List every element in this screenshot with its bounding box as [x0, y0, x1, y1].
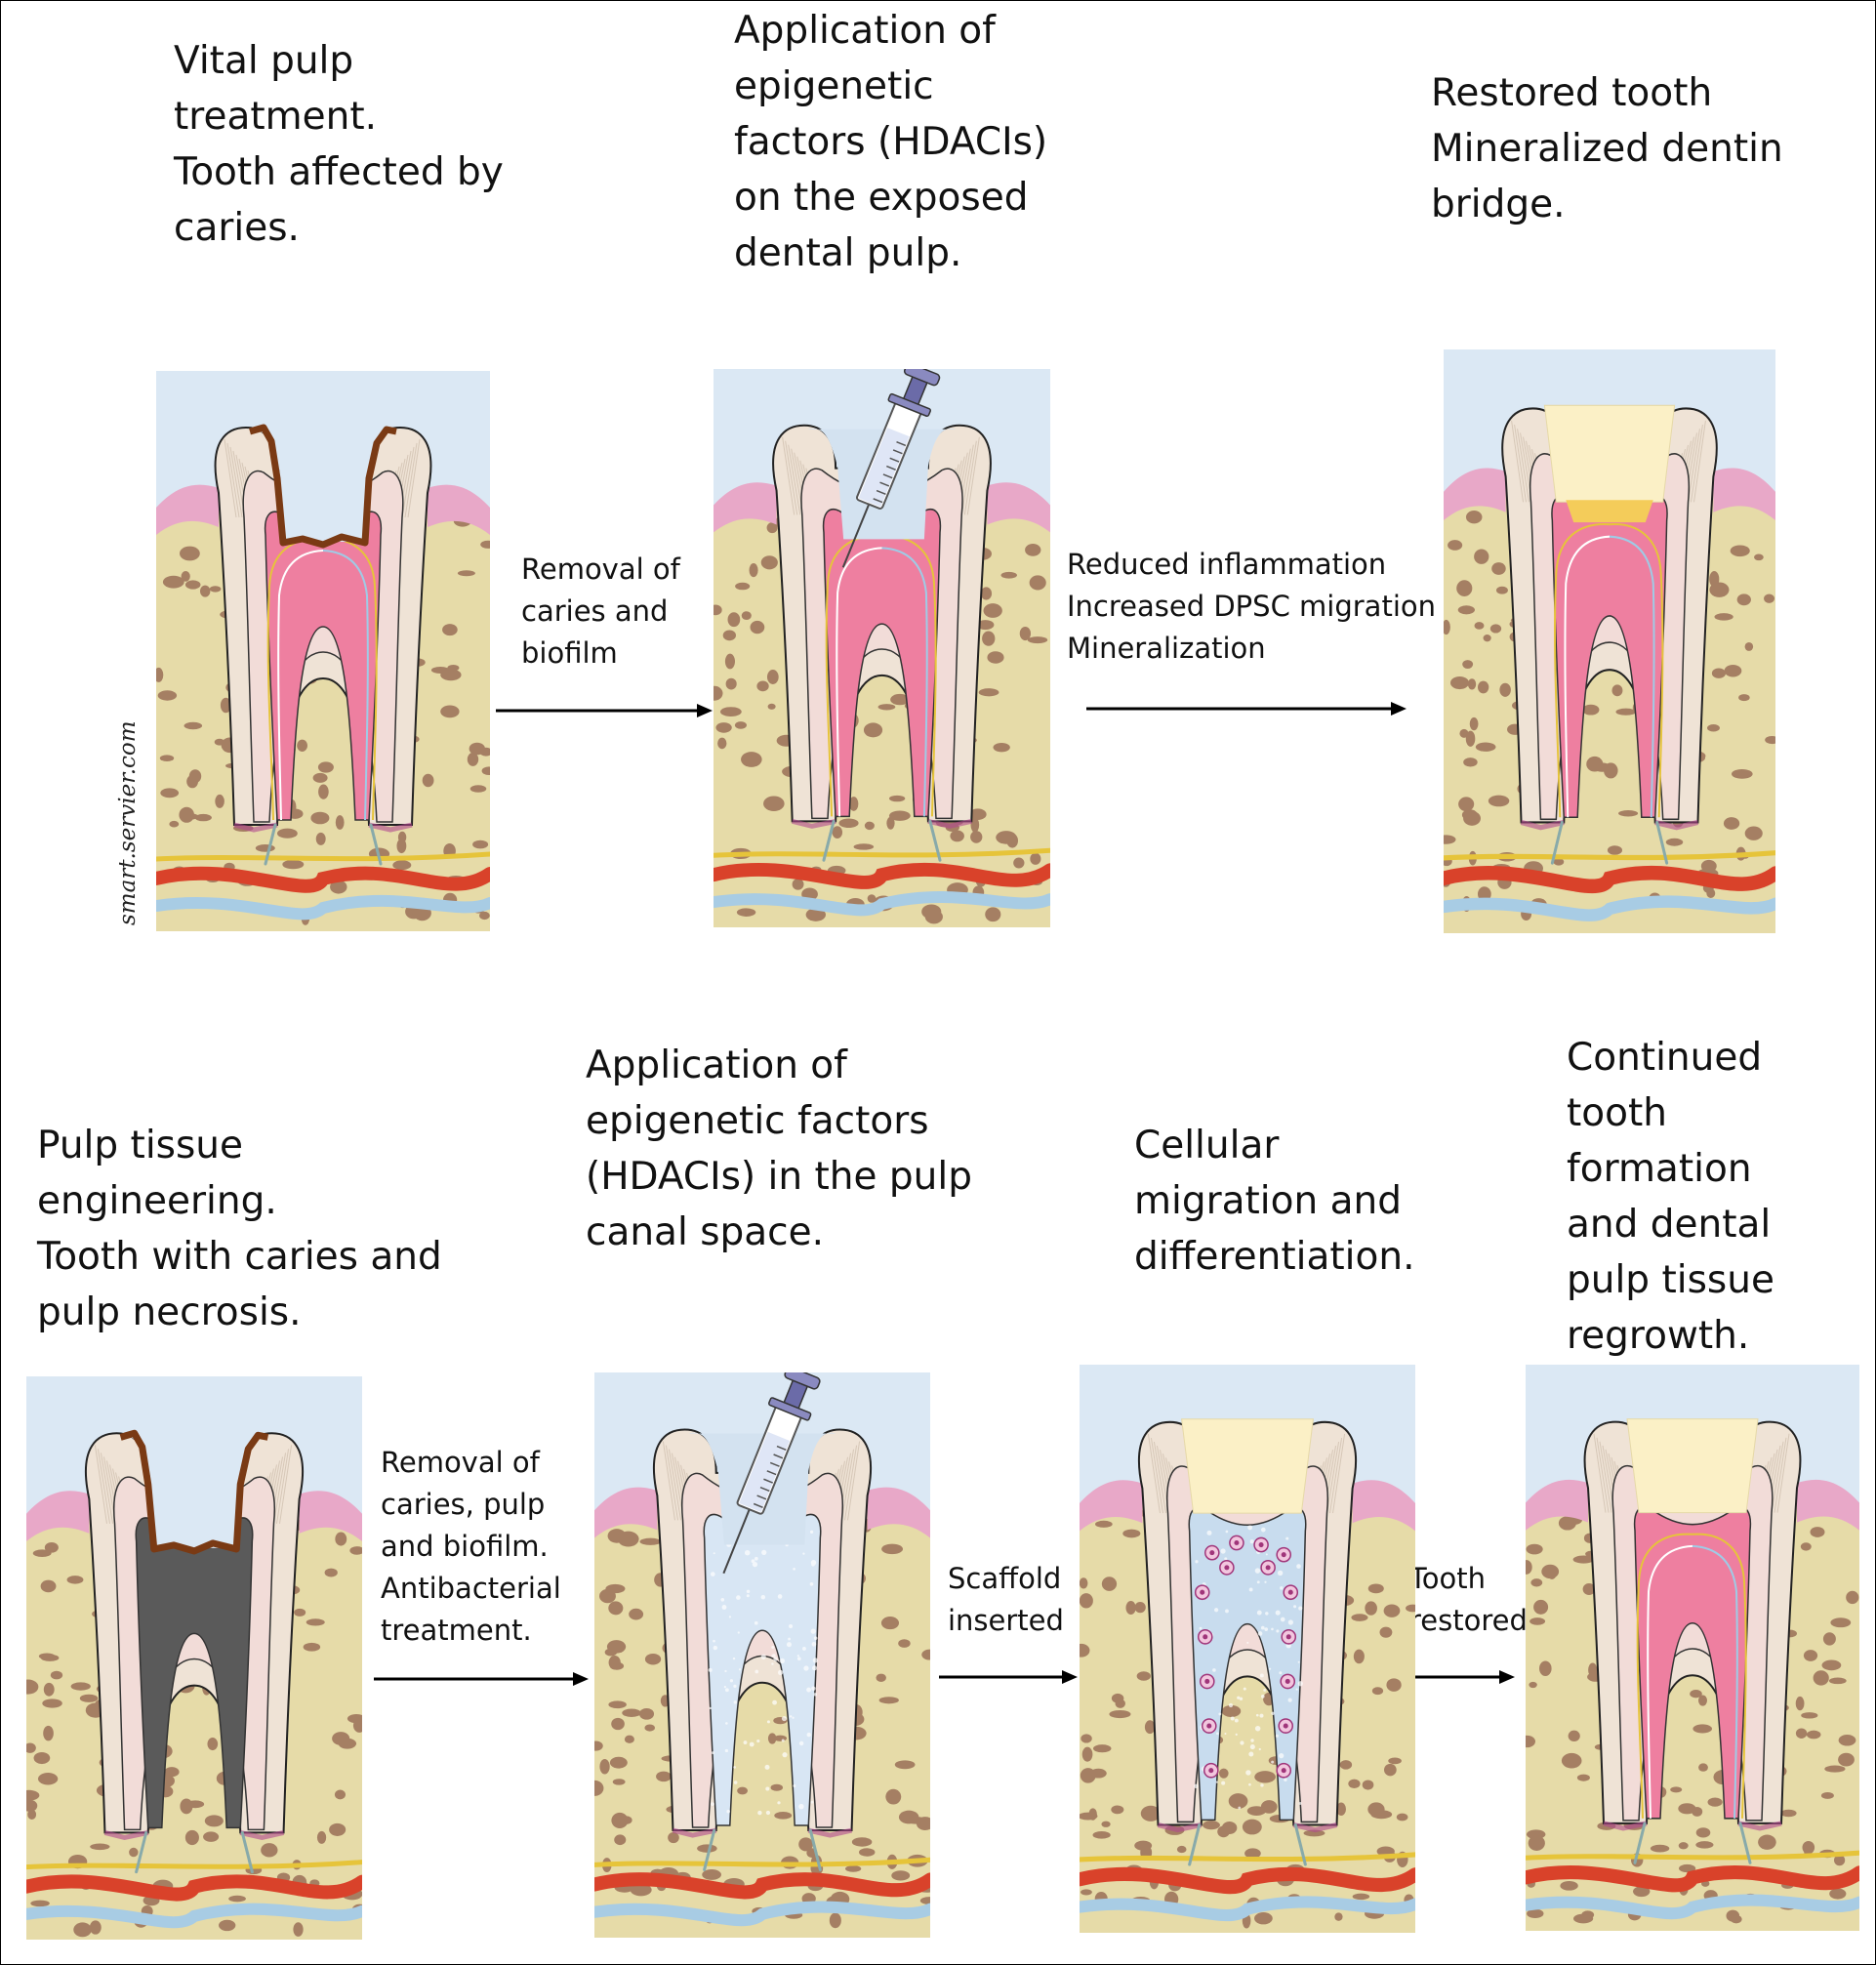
step3-title: Restored tooth Mineralized dentin bridge…: [1431, 71, 1783, 226]
arrow5-caption: Tooth restored: [1409, 1562, 1528, 1637]
arrow-2-icon: [1086, 702, 1407, 716]
tooth-panel-carious: [149, 371, 497, 931]
step4-title: Pulp tissue engineering. Tooth with cari…: [37, 1124, 442, 1334]
arrow1-caption: Removal of caries and biofilm: [521, 553, 680, 670]
arrow2-caption: Reduced inflammation Increased DPSC migr…: [1067, 548, 1437, 665]
arrow3-caption: Removal of caries, pulp and biofilm. Ant…: [381, 1446, 561, 1647]
step6-title: Cellular migration and differentiation.: [1134, 1124, 1415, 1279]
image-credit: smart.servier.com: [115, 720, 141, 925]
arrow-1-icon: [496, 704, 713, 717]
arrow-3-icon: [374, 1672, 589, 1686]
step7-title: Continued tooth formation and dental pul…: [1567, 1036, 1774, 1358]
step1-title: Vital pulp treatment. Tooth affected by …: [174, 39, 504, 250]
tooth-panel-scaffold: [1072, 1365, 1423, 1933]
tooth-panel-necrotic: [18, 1376, 370, 1940]
tooth-panel-syringe-canal: [586, 1366, 939, 1938]
arrow4-caption: Scaffold inserted: [948, 1562, 1064, 1637]
tooth-panel-syringe-exposed-pulp: [706, 362, 1058, 927]
tooth-panel-regrowth: [1519, 1365, 1866, 1931]
tooth-panel-restored: [1436, 349, 1782, 933]
arrow-5-icon: [1415, 1670, 1515, 1684]
step2-title: Application of epigenetic factors (HDACI…: [734, 9, 1048, 275]
arrow-4-icon: [939, 1670, 1078, 1684]
step5-title: Application of epigenetic factors (HDACI…: [586, 1044, 972, 1254]
